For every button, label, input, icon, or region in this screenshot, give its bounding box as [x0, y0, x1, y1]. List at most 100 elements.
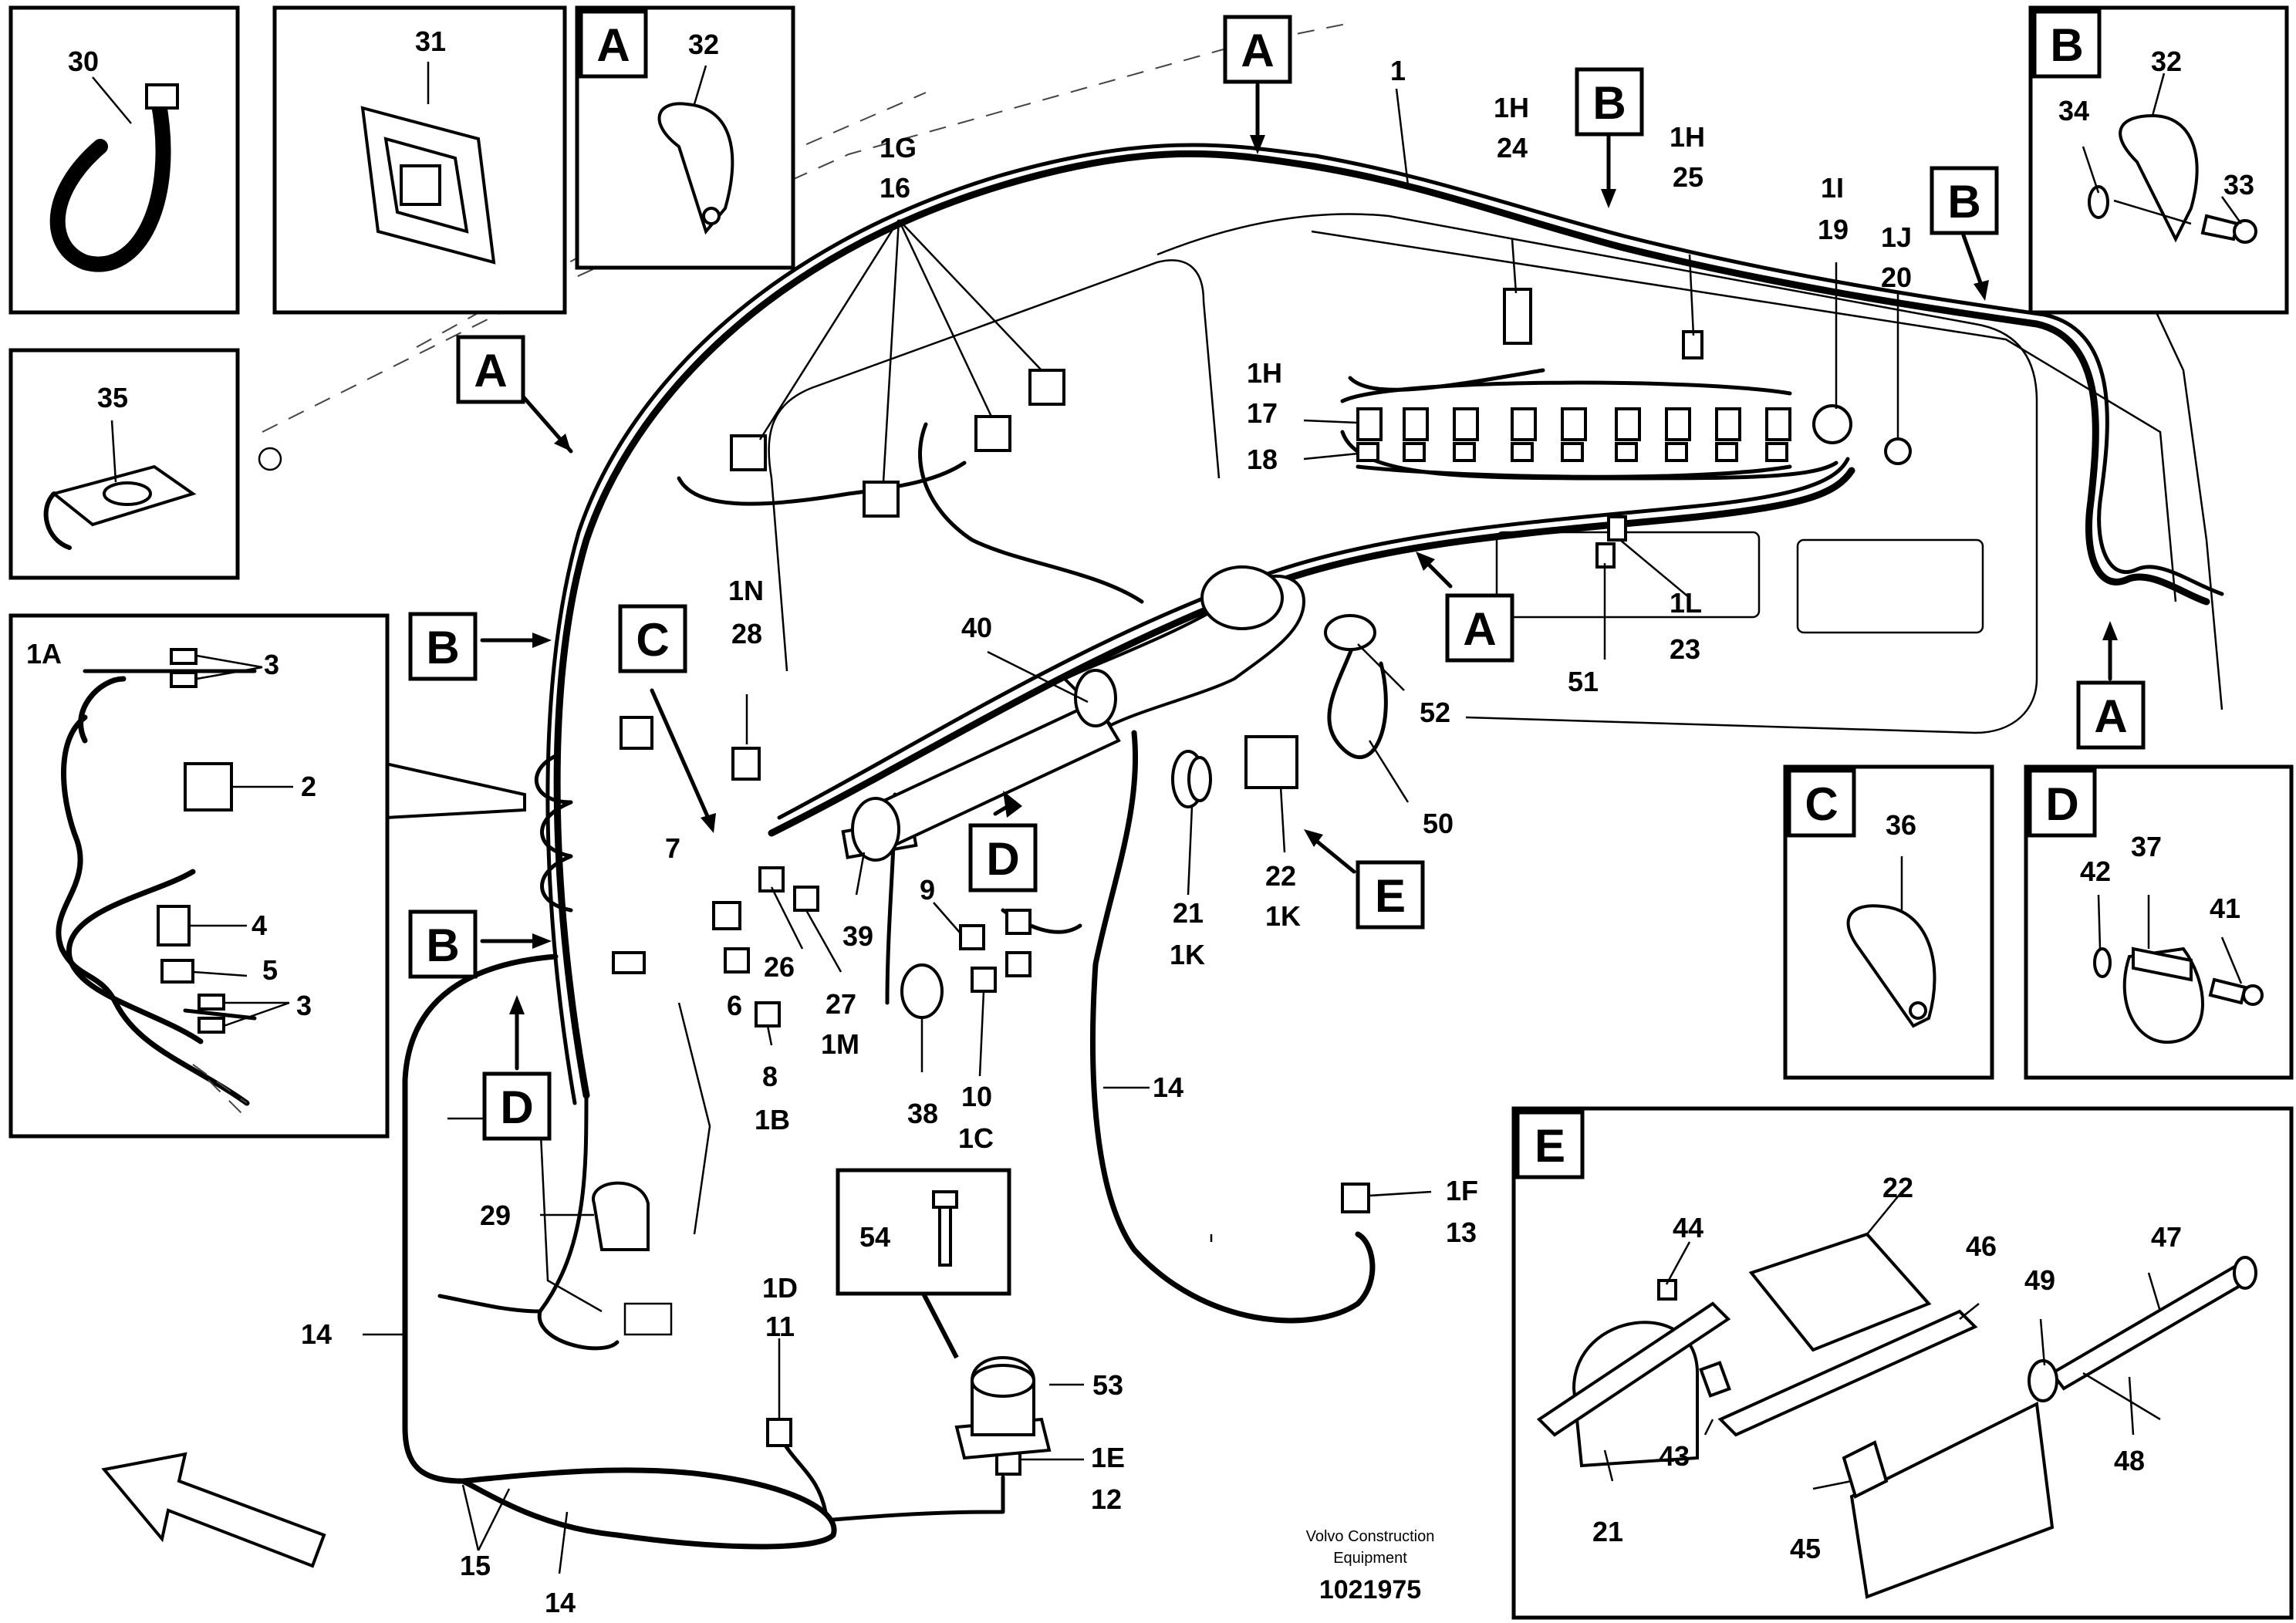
marker-b-3: [408, 612, 478, 681]
marker-e: [1356, 860, 1425, 930]
marker-a-4: [2076, 680, 2146, 750]
callout: 1M: [821, 1028, 859, 1060]
item-label: 30: [68, 46, 99, 77]
connector-25: [1682, 330, 1703, 359]
view-letter: A: [2094, 690, 2127, 742]
connector-16a: [730, 434, 767, 471]
callout: 27: [826, 988, 856, 1020]
callout: 14: [301, 1318, 332, 1350]
item-label: 4: [252, 909, 267, 941]
detail-35: [8, 348, 240, 580]
view-letter: B: [426, 622, 459, 673]
connector-6: [724, 947, 750, 973]
callout: 40: [961, 612, 992, 643]
callout: 29: [480, 1200, 511, 1231]
callout: 50: [1423, 808, 1454, 839]
manufacturer-line-2: Equipment: [1333, 1550, 1407, 1567]
item-label: 43: [1659, 1440, 1690, 1472]
marker-b-2: [1930, 166, 1999, 235]
connector-b-lower: [612, 951, 646, 974]
detail-letter: C: [1805, 778, 1838, 830]
connector-9b: [1005, 909, 1032, 935]
footer: Volvo Construction Equipment 1021975: [1306, 1528, 1435, 1604]
callout: 26: [764, 951, 795, 983]
marker-a-1: [456, 335, 525, 404]
marker-a-2: [1223, 15, 1292, 84]
view-letter: B: [1592, 77, 1626, 129]
view-letter: B: [426, 919, 459, 971]
detail-C: [1783, 764, 1994, 1080]
direction-arrow: [101, 1452, 326, 1568]
connector-9: [959, 924, 985, 950]
marker-c: [618, 604, 687, 673]
callout: 1J: [1881, 221, 1912, 253]
item-label: 35: [97, 382, 128, 413]
plug-21: [1171, 750, 1212, 808]
callout: 19: [1818, 214, 1849, 245]
callout: 15: [460, 1550, 491, 1581]
callout: 1K: [1170, 939, 1205, 970]
marker-d-2: [482, 1071, 552, 1141]
view-letter: E: [1375, 870, 1406, 922]
callout: 1K: [1265, 900, 1301, 932]
view-letter: D: [500, 1081, 533, 1133]
item-label: 34: [2058, 95, 2089, 127]
main-harness: [402, 143, 2224, 1550]
callout: 10: [961, 1081, 992, 1112]
grommet-38: [900, 963, 944, 1019]
callout: 24: [1497, 132, 1528, 164]
item-label: 45: [1790, 1533, 1821, 1564]
callout: 6: [727, 990, 742, 1021]
callout: 53: [1092, 1369, 1123, 1401]
view-markers: [408, 15, 2146, 1141]
item-label: 21: [1592, 1516, 1623, 1547]
detail-letter: A: [596, 19, 630, 71]
item-label: 46: [1966, 1230, 1997, 1262]
connector-13: [1341, 1183, 1370, 1213]
item-label: 42: [2080, 855, 2111, 887]
switch-row-17-18: [1340, 380, 1792, 479]
item-label: 2: [301, 771, 316, 802]
connector-10b: [1005, 951, 1032, 977]
detail-54: [836, 1168, 1011, 1359]
connector-16d: [1028, 369, 1065, 406]
item-label: 3: [264, 649, 279, 680]
connector-27: [793, 886, 819, 912]
marker-d-1: [968, 823, 1038, 892]
view-letter: A: [474, 345, 507, 396]
callout: 13: [1446, 1216, 1477, 1248]
callout: 1H: [1247, 357, 1282, 389]
connector-24: [1503, 288, 1532, 345]
view-letter: C: [636, 614, 669, 666]
relay-22: [1244, 735, 1298, 789]
item-label: 36: [1886, 809, 1916, 841]
callout: 1D: [762, 1272, 798, 1304]
detail-E: [1511, 1106, 2294, 1620]
callout: 1F: [1446, 1175, 1478, 1206]
callout: 1C: [958, 1122, 994, 1154]
item-label: 47: [2151, 1221, 2182, 1253]
item-label: 48: [2114, 1445, 2145, 1476]
callout: 39: [842, 920, 873, 952]
callout: 1: [1390, 55, 1406, 86]
callout: 20: [1881, 262, 1912, 293]
detail-letter: E: [1535, 1120, 1565, 1172]
callout: 9: [920, 874, 935, 906]
marker-b-4: [408, 909, 478, 979]
callout: 1H: [1494, 92, 1529, 123]
tube-40: [851, 565, 1306, 862]
item-label: 49: [2024, 1264, 2055, 1296]
item-label: 22: [1882, 1172, 1913, 1203]
callout: 14: [545, 1587, 576, 1618]
callout: 7: [665, 832, 680, 864]
connector-b-bundle: [620, 716, 653, 750]
item-label: 44: [1673, 1212, 1703, 1243]
item-label: 41: [2210, 892, 2240, 924]
callout: 54: [859, 1221, 890, 1253]
detail-A: [575, 5, 795, 270]
connector-7: [712, 901, 741, 930]
callout: 38: [907, 1098, 938, 1129]
view-letter: D: [986, 833, 1019, 885]
item-label: 31: [415, 25, 446, 57]
